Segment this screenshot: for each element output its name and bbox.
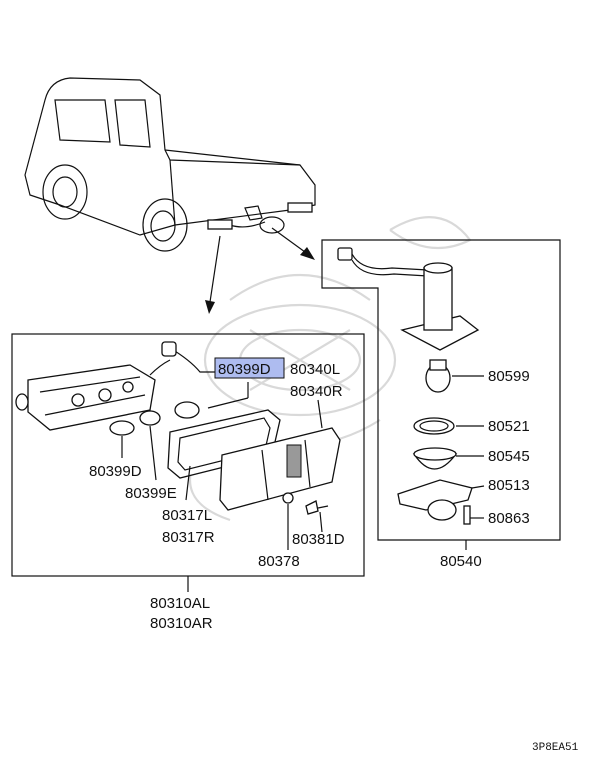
label-80340R[interactable]: 80340R <box>290 383 343 400</box>
label-80521[interactable]: 80521 <box>488 418 530 435</box>
label-80399E[interactable]: 80399E <box>125 485 177 502</box>
label-80310AR[interactable]: 80310AR <box>150 615 213 632</box>
label-80381D[interactable]: 80381D <box>292 531 345 548</box>
direction-arrows <box>205 227 315 314</box>
truck-illustration <box>24 77 316 252</box>
highlight-box <box>214 357 285 379</box>
label-80340L[interactable]: 80340L <box>290 361 340 378</box>
diagram-code: 3P8EA51 <box>532 742 579 754</box>
part-labels: 80399D 80340L 80340R 80399D 80399E 80317… <box>89 357 579 754</box>
label-80399D[interactable]: 80399D <box>89 463 142 480</box>
right-assembly-box <box>321 239 561 550</box>
label-80317L[interactable]: 80317L <box>162 507 212 524</box>
label-80540[interactable]: 80540 <box>440 553 482 570</box>
label-80545[interactable]: 80545 <box>488 448 530 465</box>
label-80378[interactable]: 80378 <box>258 553 300 570</box>
label-80399D-highlighted[interactable]: 80399D <box>218 361 271 378</box>
left-assembly-box <box>11 333 365 592</box>
label-80599[interactable]: 80599 <box>488 368 530 385</box>
label-80310AL[interactable]: 80310AL <box>150 595 210 612</box>
label-80863[interactable]: 80863 <box>488 510 530 527</box>
label-80317R[interactable]: 80317R <box>162 529 215 546</box>
label-80513[interactable]: 80513 <box>488 477 530 494</box>
